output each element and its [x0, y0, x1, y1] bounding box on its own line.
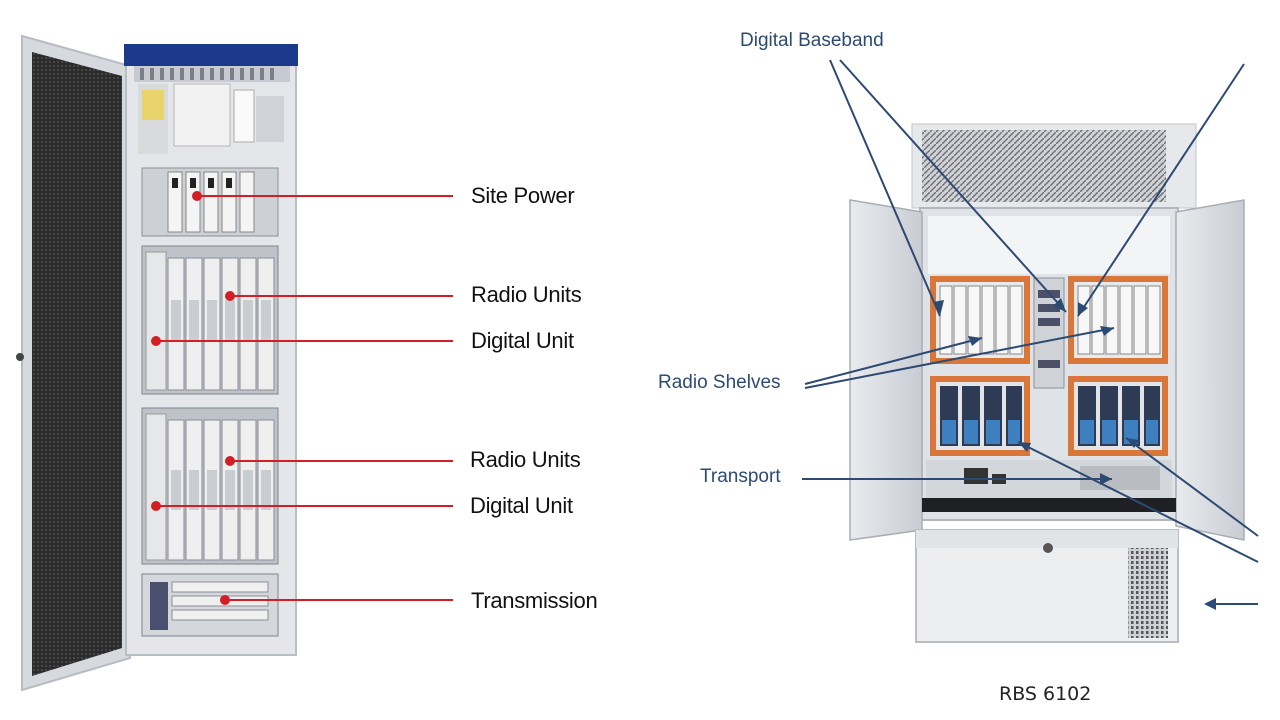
label-digital-baseband: Digital Baseband — [740, 30, 884, 51]
label-radio-shelves: Radio Shelves — [658, 372, 781, 393]
right-leader-lines — [802, 59, 1259, 605]
label-transmission: Transmission — [471, 588, 598, 613]
digital-unit-1-dot — [151, 336, 161, 346]
left-leader-lines — [156, 195, 453, 601]
radio-units-1-dot — [225, 291, 235, 301]
model-caption: RBS 6102 — [999, 683, 1092, 705]
label-transport: Transport — [700, 466, 781, 487]
left-cabinet-illustration — [16, 34, 453, 692]
right-cabinet-illustration — [802, 59, 1259, 643]
radio-units-2-dot — [225, 456, 235, 466]
label-digital-unit-2: Digital Unit — [470, 493, 573, 518]
cabinet-body — [124, 44, 298, 656]
label-digital-unit-1: Digital Unit — [471, 328, 574, 353]
label-radio-units-2: Radio Units — [470, 447, 581, 472]
site-power-dot — [192, 191, 202, 201]
digital-unit-2-dot — [151, 501, 161, 511]
label-site-power: Site Power — [471, 183, 575, 208]
transmission-dot — [220, 595, 230, 605]
cabinet-door — [16, 34, 131, 692]
label-radio-units-1: Radio Units — [471, 282, 582, 307]
